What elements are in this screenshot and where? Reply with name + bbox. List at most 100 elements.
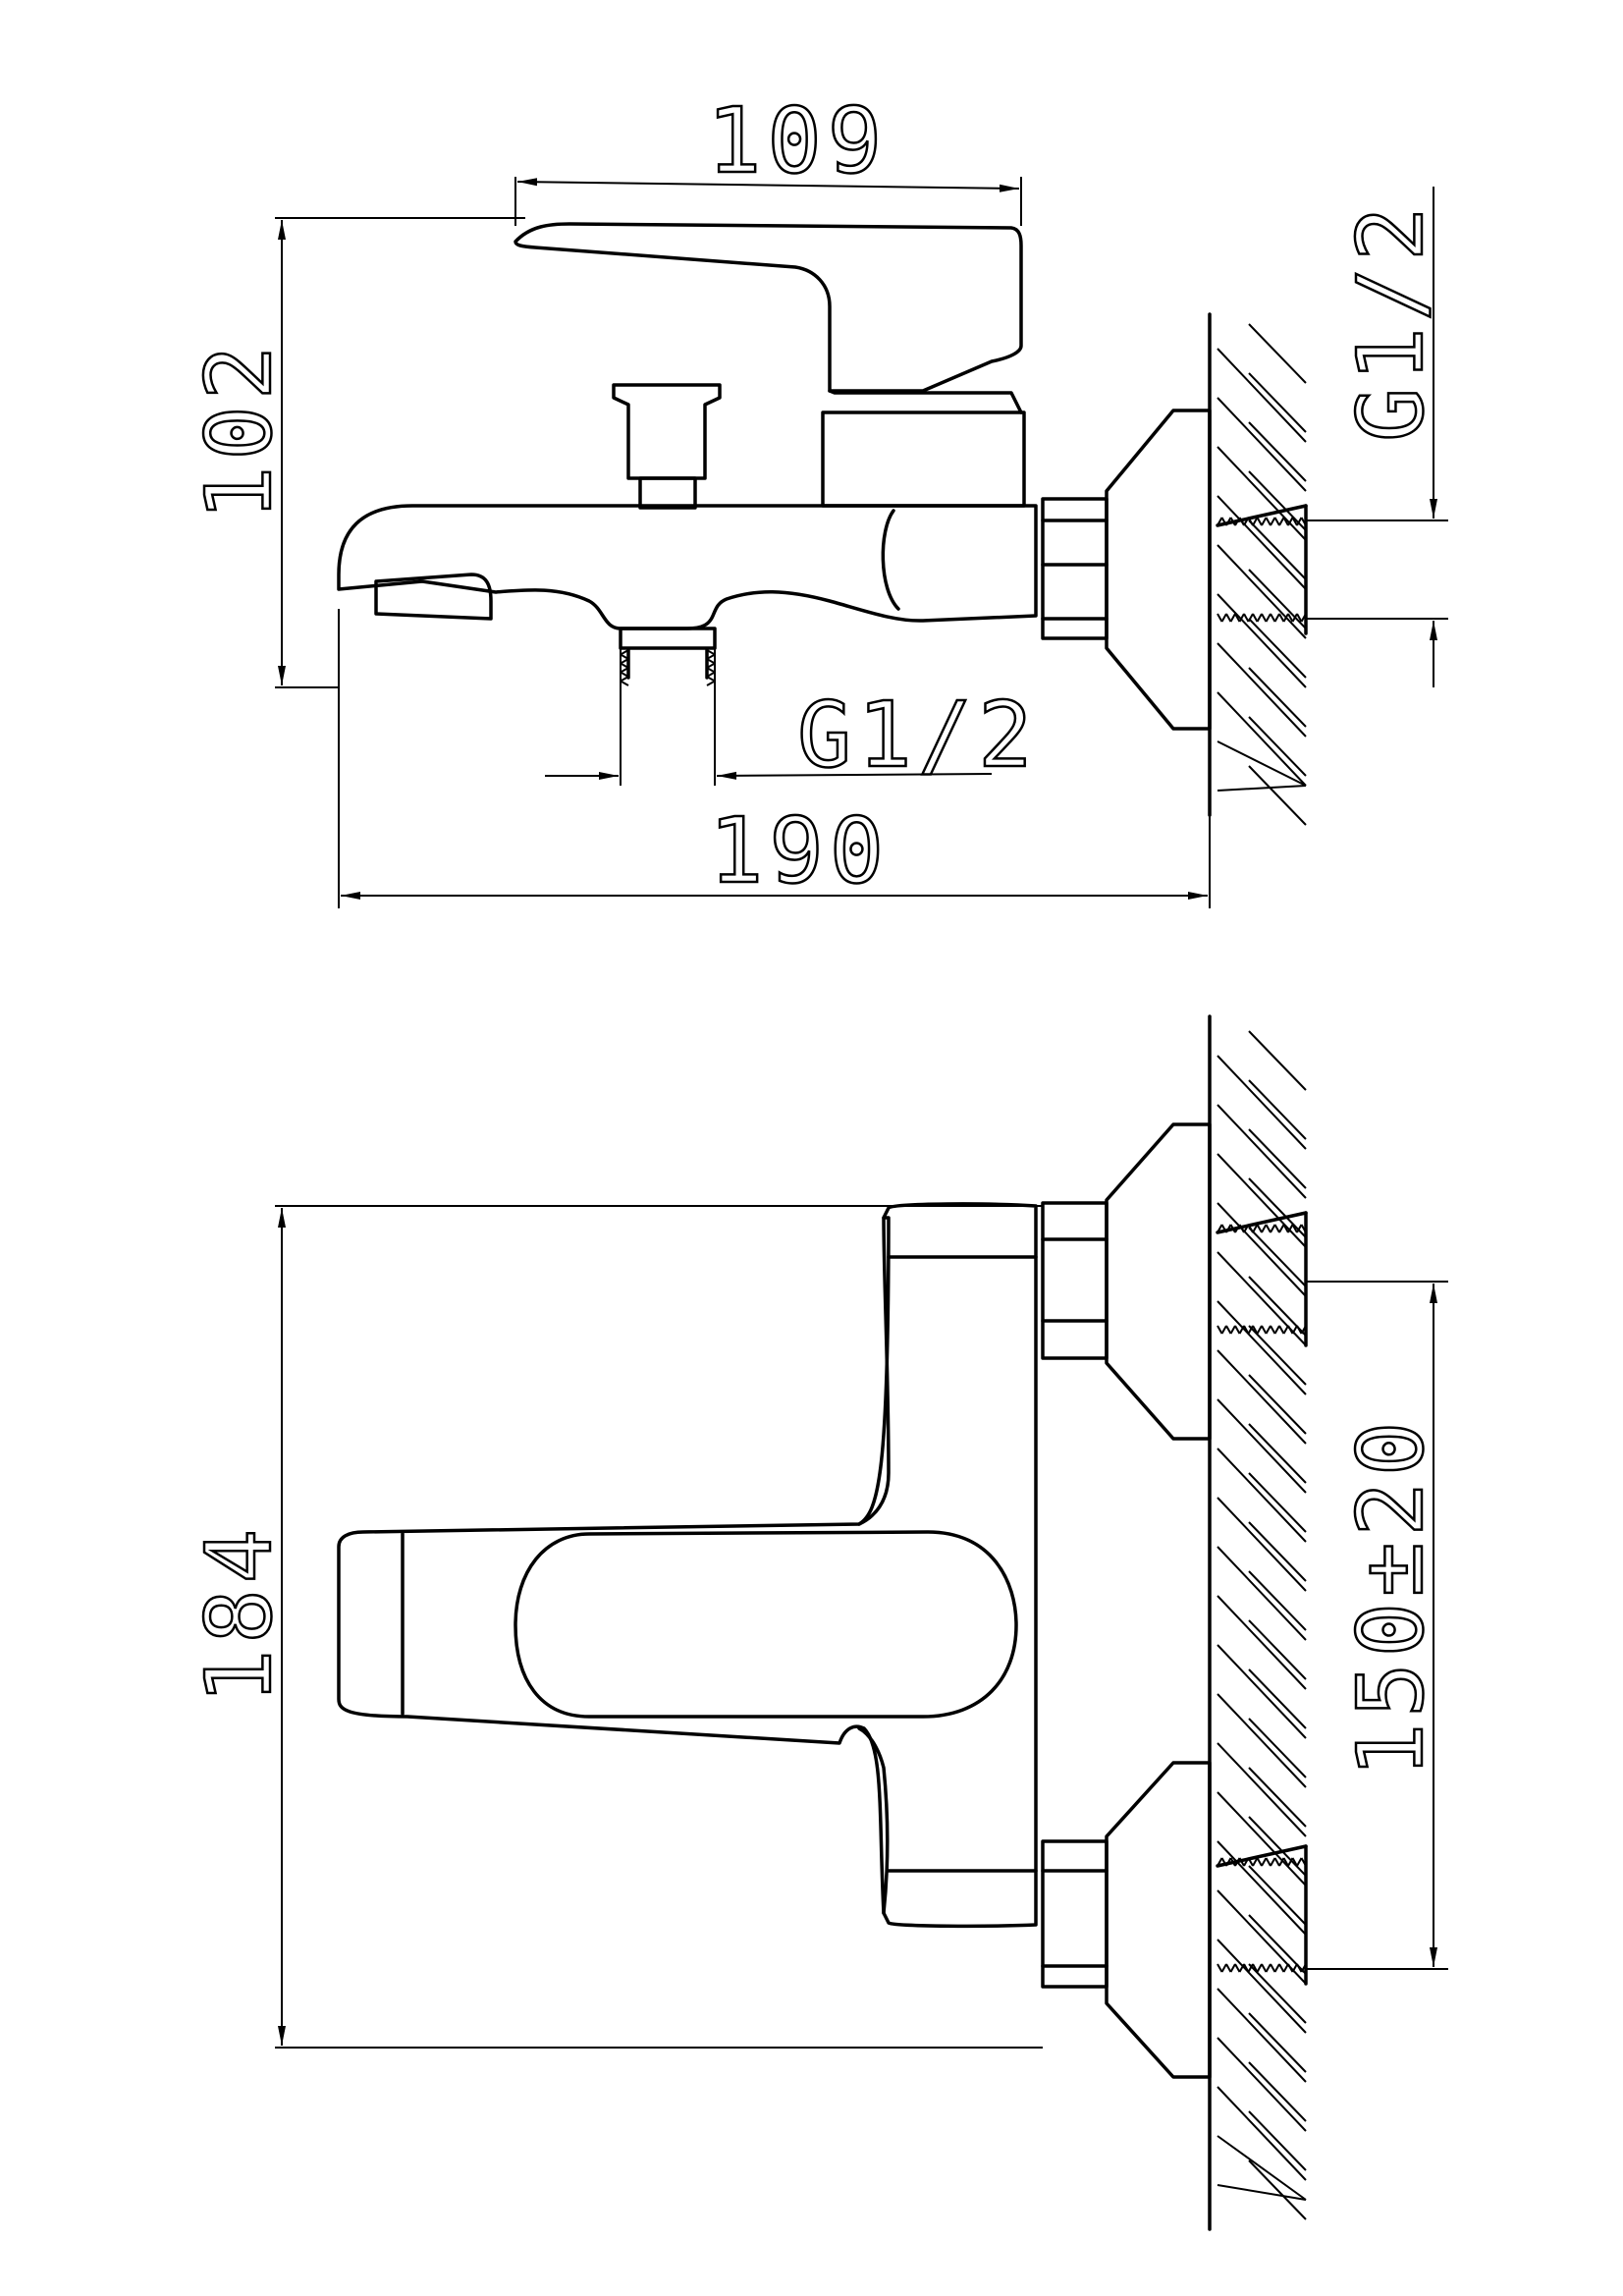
hatch-line xyxy=(1238,1224,1245,1233)
hatch-line xyxy=(1225,1963,1232,1973)
hatch-line xyxy=(1225,1857,1232,1867)
lower-escutcheon xyxy=(1105,1761,1212,2079)
hatch-line xyxy=(1248,667,1307,728)
hatch-line xyxy=(1217,2135,1307,2201)
hatch-line xyxy=(1234,1963,1241,1973)
hatch-line xyxy=(1243,613,1250,623)
hatch-line xyxy=(1248,569,1307,629)
hatch-line xyxy=(1287,613,1294,623)
hatch-line xyxy=(1256,1325,1263,1335)
hatch-line xyxy=(1234,517,1241,526)
hatch-line xyxy=(1220,1224,1227,1233)
hatch-line xyxy=(1273,1857,1280,1867)
hatch-line xyxy=(1243,1857,1250,1867)
wall-inlet-thread xyxy=(1216,504,1308,635)
hatch-line xyxy=(1273,613,1280,623)
hatch-line xyxy=(1282,517,1289,526)
dim-handle-length: 109 xyxy=(707,88,888,193)
hatch-line xyxy=(1225,517,1232,526)
hatch-line xyxy=(1252,613,1259,623)
hatch-line xyxy=(1248,519,1307,580)
lower-inlet-thread xyxy=(1216,1844,1308,1986)
hatch-line xyxy=(1248,1718,1307,1778)
hatch-line xyxy=(1217,642,1307,738)
hatch-line xyxy=(1256,1963,1263,1973)
hatch-line xyxy=(1287,1224,1294,1233)
hatch-line xyxy=(1248,765,1307,826)
hatch-line xyxy=(1270,1325,1276,1335)
hatch-line xyxy=(1282,1224,1289,1233)
hatch-line xyxy=(1225,613,1232,623)
hatch-line xyxy=(1291,1325,1298,1335)
hatch-line xyxy=(1217,691,1307,787)
hatch-line xyxy=(1217,1153,1307,1248)
hatch-line xyxy=(620,680,629,686)
hatch-line xyxy=(1217,1988,1307,2083)
diverter-stem xyxy=(638,476,697,510)
hatch-line xyxy=(1265,517,1271,526)
hatch-line xyxy=(1238,1325,1245,1335)
hatch-line xyxy=(1217,740,1307,787)
hatch-line xyxy=(1270,613,1276,623)
hatch-line xyxy=(1265,613,1271,623)
hatch-line xyxy=(1291,613,1298,623)
hatch-line xyxy=(1248,1030,1307,1091)
hatch-line xyxy=(1270,1224,1276,1233)
hatch-line xyxy=(1217,1939,1307,2034)
hatch-line xyxy=(1273,1224,1280,1233)
hatch-line xyxy=(1217,593,1307,688)
hatch-line xyxy=(1248,1128,1307,1189)
hatch-line xyxy=(1296,1963,1303,1973)
hatch-line xyxy=(1248,1423,1307,1484)
hatch-line xyxy=(1217,495,1307,590)
hatch-line xyxy=(1291,1224,1298,1233)
hatch-line xyxy=(1248,1963,1307,2024)
hatch-line xyxy=(1282,613,1289,623)
hatch-line xyxy=(1217,1055,1307,1150)
hatch-line xyxy=(1229,1224,1236,1233)
hatch-line xyxy=(1296,1857,1303,1867)
dim-height: 102 xyxy=(187,340,292,520)
dim-total-depth: 190 xyxy=(709,798,890,903)
hatch-line xyxy=(1300,517,1307,526)
hatch-line xyxy=(1217,1251,1307,1346)
top-wall-hatch xyxy=(1217,1030,1307,2220)
hatch-line xyxy=(1217,348,1307,443)
hatch-line xyxy=(1252,1963,1259,1973)
hatch-line xyxy=(1278,1963,1285,1973)
hatch-line xyxy=(1261,1857,1268,1867)
hatch-line xyxy=(1247,1963,1254,1973)
hatch-line xyxy=(1273,517,1280,526)
hatch-line xyxy=(1234,1224,1241,1233)
hatch-line xyxy=(1296,517,1303,526)
hatch-line xyxy=(1229,1963,1236,1973)
mixer-body-top xyxy=(337,1202,1038,1929)
hatch-line xyxy=(1287,1963,1294,1973)
hatch-line xyxy=(1261,517,1268,526)
cartridge-body xyxy=(821,410,1026,508)
dim-inlet-thread: G1/2 xyxy=(1338,200,1443,442)
hatch-line xyxy=(1238,613,1245,623)
hatch-line xyxy=(1248,1619,1307,1680)
dim-spout-thread: G1/2 xyxy=(797,683,1039,788)
hatch-line xyxy=(1217,1595,1307,1690)
hatch-line xyxy=(1300,1325,1307,1335)
hatch-line xyxy=(1217,2184,1307,2201)
hatch-line xyxy=(1217,1224,1223,1233)
hatch-line xyxy=(1243,1224,1250,1233)
hatch-line xyxy=(1270,1963,1276,1973)
side-wall-hatch xyxy=(1217,323,1307,826)
lever-handle-underside xyxy=(828,389,1023,414)
hatch-line xyxy=(1278,1224,1285,1233)
hatch-line xyxy=(1248,1325,1307,1386)
hatch-line xyxy=(1217,1546,1307,1641)
hatch-line xyxy=(1278,1325,1285,1335)
lever-oval xyxy=(514,1530,1018,1719)
hatch-line xyxy=(1217,1963,1223,1973)
hatch-line xyxy=(1248,372,1307,433)
hatch-line xyxy=(1256,1224,1263,1233)
hatch-line xyxy=(1248,2159,1307,2220)
hatch-line xyxy=(1256,517,1263,526)
hatch-line xyxy=(1248,1816,1307,1877)
